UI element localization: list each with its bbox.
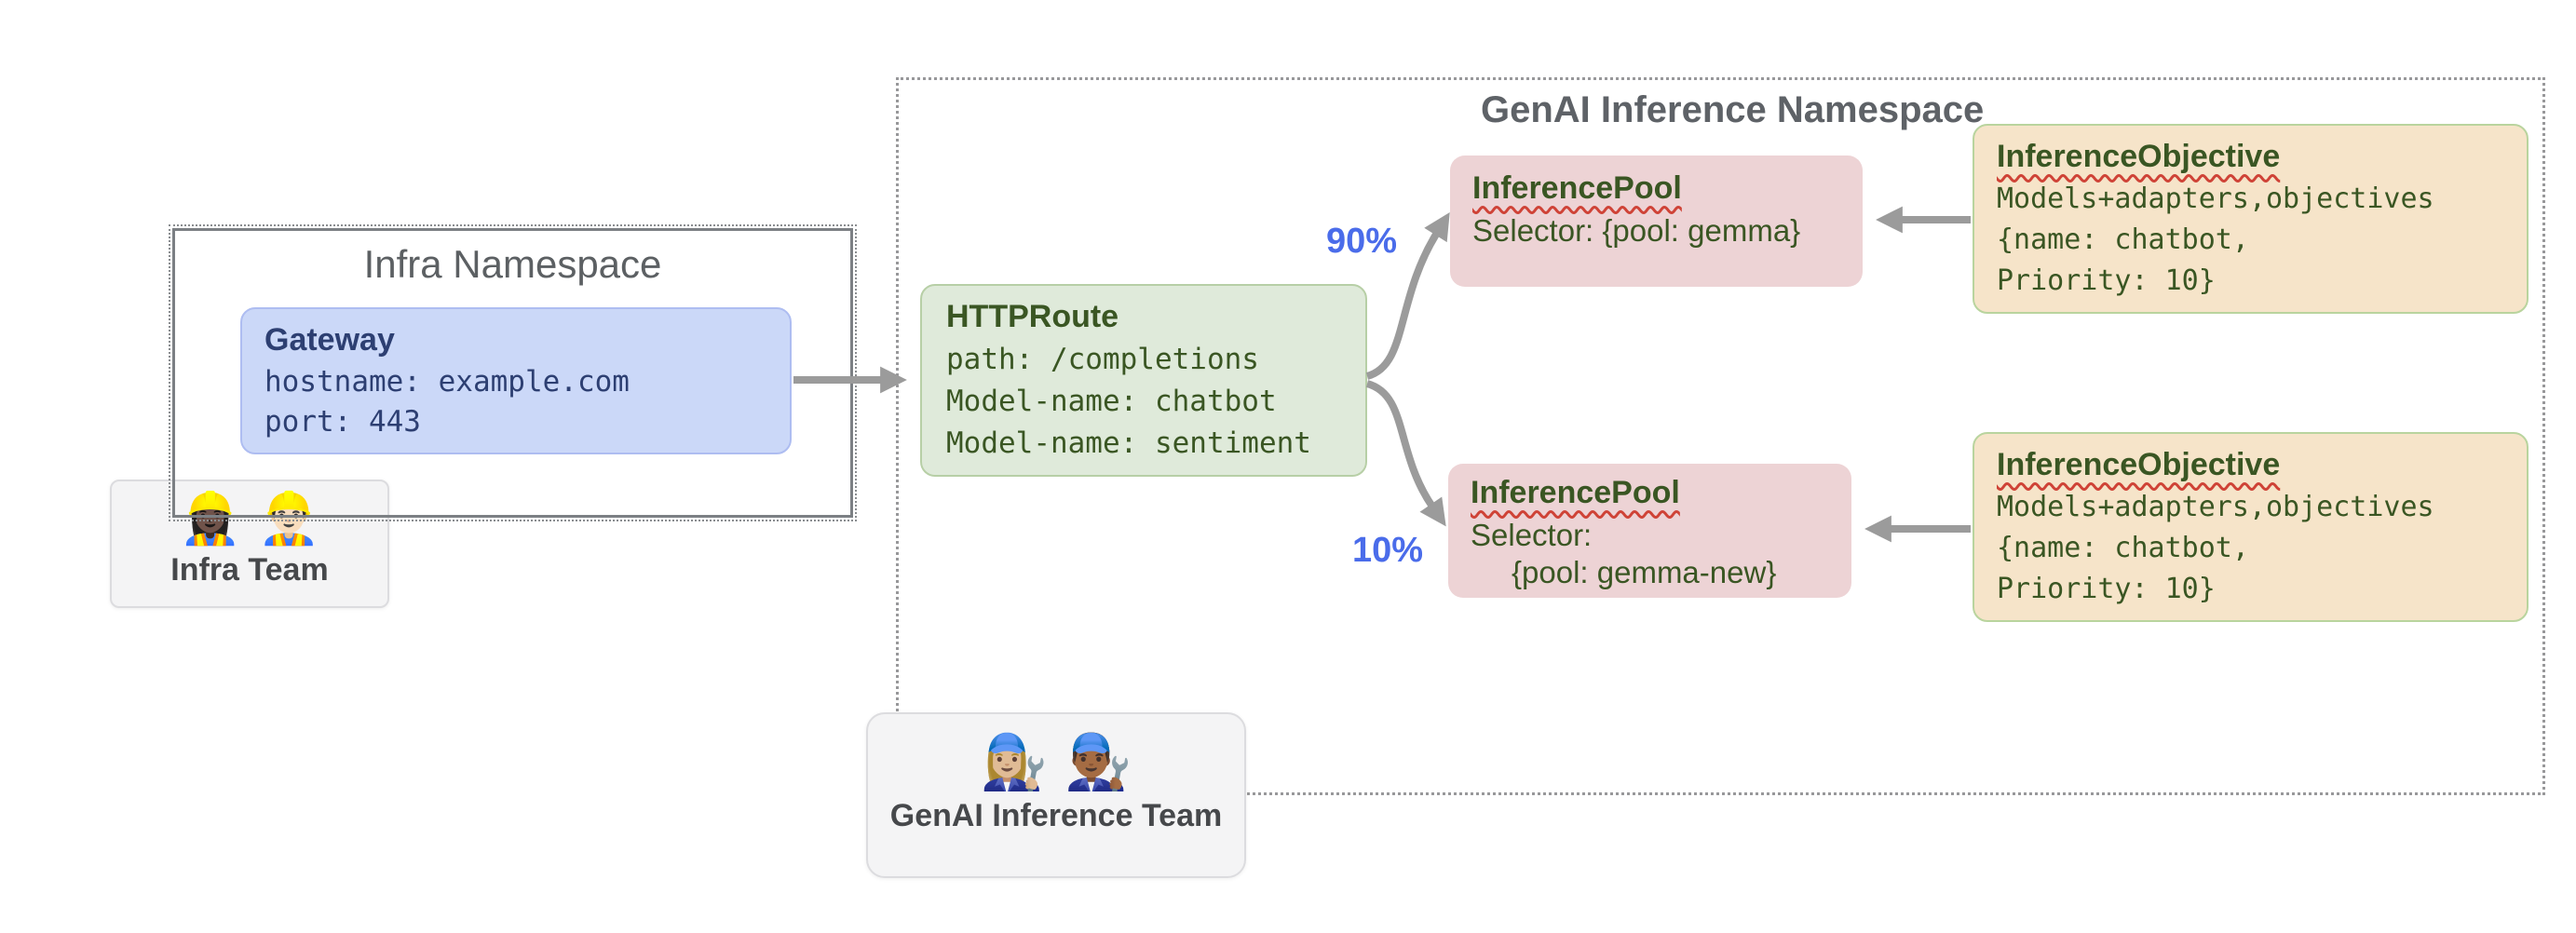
infra-namespace-frame bbox=[169, 224, 857, 521]
infra-namespace-label: Infra Namespace bbox=[363, 242, 662, 286]
gateway-title: Gateway bbox=[264, 322, 395, 358]
inferenceobjective-top-priority: Priority: 10} bbox=[1997, 264, 2216, 297]
mechanic-emoji-icons: 👩🏼‍🔧 👨🏾‍🔧 bbox=[980, 730, 1132, 793]
gateway-port: port: 443 bbox=[264, 405, 421, 439]
infra-team-label: Infra Team bbox=[170, 552, 329, 588]
traffic-split-90-label: 90% bbox=[1325, 222, 1398, 261]
inferenceobjective-bottom-models: Models+adapters,objectives bbox=[1997, 491, 2434, 523]
inferenceobjective-top-name: {name: chatbot, bbox=[1997, 223, 2249, 256]
inferenceobjective-top-title: InferenceObjective bbox=[1997, 139, 2281, 174]
inferenceobjective-bottom-box: InferenceObjective Models+adapters,objec… bbox=[1973, 432, 2529, 622]
httproute-model-chatbot: Model-name: chatbot bbox=[946, 385, 1277, 418]
inferenceobjective-bottom-name: {name: chatbot, bbox=[1997, 532, 2249, 564]
inferencepool-gemma-new-selector-value: {pool: gemma-new} bbox=[1512, 555, 1777, 589]
httproute-model-sentiment: Model-name: sentiment bbox=[946, 426, 1311, 460]
httproute-path: path: /completions bbox=[946, 343, 1259, 376]
genai-namespace-label: GenAI Inference Namespace bbox=[1481, 89, 1985, 130]
inferenceobjective-top-models: Models+adapters,objectives bbox=[1997, 183, 2434, 215]
inferencepool-gemma-title: InferencePool bbox=[1472, 170, 1682, 206]
inferenceobjective-bottom-priority: Priority: 10} bbox=[1997, 573, 2216, 605]
inferenceobjective-bottom-title: InferenceObjective bbox=[1997, 447, 2281, 482]
httproute-box: HTTPRoute path: /completions Model-name:… bbox=[920, 284, 1367, 477]
inferencepool-gemma-box: InferencePool Selector: {pool: gemma} bbox=[1450, 156, 1863, 287]
gateway-hostname: hostname: example.com bbox=[264, 365, 630, 399]
genai-team-card: 👩🏼‍🔧 👨🏾‍🔧 GenAI Inference Team bbox=[866, 712, 1246, 878]
httproute-title: HTTPRoute bbox=[946, 299, 1119, 334]
gateway-box: Gateway hostname: example.com port: 443 bbox=[240, 307, 792, 454]
inferencepool-gemma-new-title: InferencePool bbox=[1471, 475, 1680, 510]
genai-namespace-frame bbox=[896, 77, 2545, 795]
inferencepool-gemma-new-selector: Selector: bbox=[1471, 518, 1593, 552]
inferencepool-gemma-selector: Selector: {pool: gemma} bbox=[1472, 213, 1801, 248]
traffic-split-10-label: 10% bbox=[1351, 531, 1424, 570]
construction-worker-emoji-icons: 👷🏿‍♀️ 👷🏻‍♂️ bbox=[179, 489, 320, 548]
genai-team-label: GenAI Inference Team bbox=[889, 798, 1223, 833]
inferencepool-gemma-new-box: InferencePool Selector: {pool: gemma-new… bbox=[1448, 464, 1851, 598]
inferenceobjective-top-box: InferenceObjective Models+adapters,objec… bbox=[1973, 124, 2529, 314]
infra-team-card: 👷🏿‍♀️ 👷🏻‍♂️ Infra Team bbox=[110, 480, 389, 608]
